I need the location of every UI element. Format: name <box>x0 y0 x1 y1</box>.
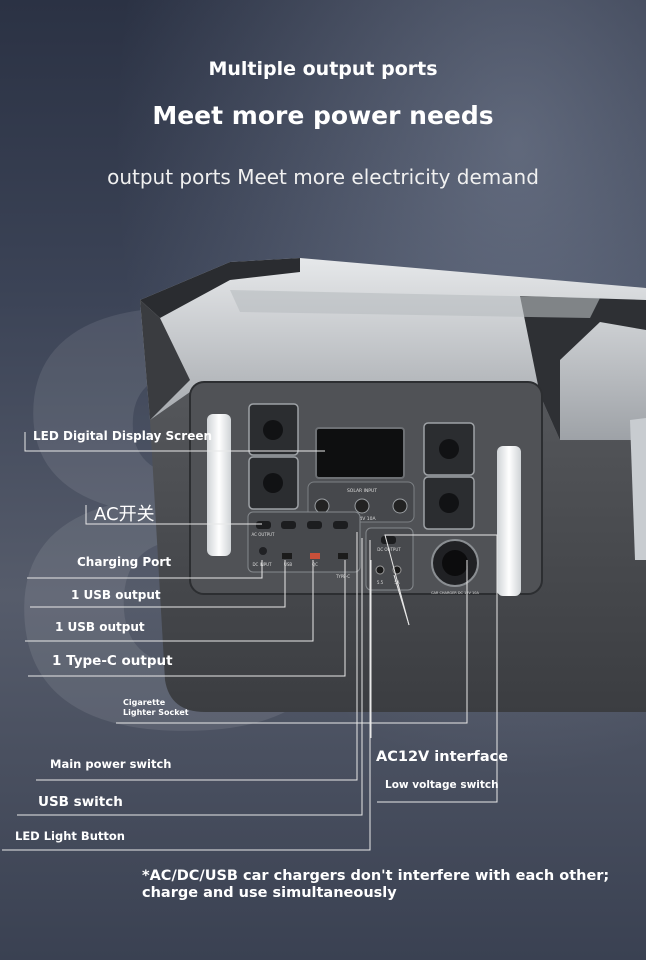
callout-ac12v-interface: AC12V interface <box>376 749 509 765</box>
svg-text:5.5: 5.5 <box>377 580 384 585</box>
callout-lines <box>2 432 498 851</box>
svg-text:AC OUTPUT: AC OUTPUT <box>251 532 275 537</box>
led-lamp-left <box>207 414 231 556</box>
svg-text:TYPE-C: TYPE-C <box>335 574 350 579</box>
headline: Meet more power needs <box>152 101 494 130</box>
svg-text:CAR CHARGER DC 12V 10A: CAR CHARGER DC 12V 10A <box>431 591 479 595</box>
callout-charging-port: Charging Port <box>77 555 172 569</box>
callout-cigarette-line1: Cigarette <box>123 698 166 707</box>
svg-text:USB: USB <box>284 562 292 567</box>
callout-led-light-button: LED Light Button <box>15 829 125 843</box>
callout-led-display: LED Digital Display Screen <box>33 429 213 443</box>
front-panel: SOLAR INPUT DC 24V 10A AC OUTPUT DC INPU… <box>189 381 543 596</box>
subtitle: output ports Meet more electricity deman… <box>107 165 539 189</box>
svg-text:SOLAR INPUT: SOLAR INPUT <box>347 488 377 494</box>
callout-usb-output-2: 1 USB output <box>55 620 145 634</box>
callout-low-voltage-switch: Low voltage switch <box>385 779 499 791</box>
callout-usb-output-1: 1 USB output <box>71 588 161 602</box>
svg-text:5A: 5A <box>394 580 400 585</box>
svg-text:DC 24V 10A: DC 24V 10A <box>348 516 376 522</box>
footnote: *AC/DC/USB car chargers don't interfere … <box>142 868 610 901</box>
section-title: Multiple output ports <box>208 58 438 80</box>
callout-cigarette-line2: Lighter Socket <box>123 708 189 717</box>
callout-typec-output: 1 Type-C output <box>52 653 173 669</box>
callout-main-power-switch: Main power switch <box>50 757 172 771</box>
svg-text:QC: QC <box>312 562 318 567</box>
lcd-display <box>315 427 405 479</box>
callout-ac-switch: AC开关 <box>94 504 155 525</box>
led-lamp-right <box>497 446 521 596</box>
callout-usb-switch: USB switch <box>38 794 123 810</box>
callout-cigarette-socket: Cigarette Lighter Socket <box>123 698 189 718</box>
